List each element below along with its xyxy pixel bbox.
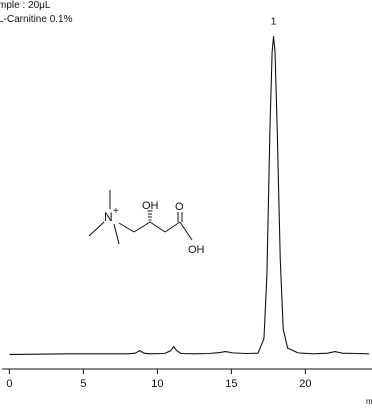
methyl-bond-down <box>113 223 120 245</box>
carnitine-structure <box>88 190 193 245</box>
peak-labels: 1 <box>271 16 277 27</box>
x-axis-label: m <box>366 397 372 406</box>
x-tick-label-20: 20 <box>299 378 311 390</box>
chromatogram-trace <box>9 36 370 356</box>
x-tick-label-5: 5 <box>80 378 86 390</box>
chain-bond-4 <box>164 221 181 233</box>
analyte-label: L-Carnitine 0.1% <box>0 14 73 25</box>
sample-volume-label: mple : 20μL <box>0 0 51 11</box>
hydroxyl-label: OH <box>142 200 159 212</box>
x-tick-label-15: 15 <box>225 378 237 390</box>
carbonyl-oxygen-label: O <box>175 201 184 213</box>
hashed-wedge-bond <box>147 210 153 221</box>
x-axis-ticks <box>8 369 306 374</box>
x-tick-label-10: 10 <box>151 378 163 390</box>
x-axis-tick-labels: 051015202 <box>6 378 311 390</box>
positive-charge: + <box>113 206 119 217</box>
acid-hydroxyl-label: OH <box>188 244 205 256</box>
nitrogen-atom-label: N <box>104 210 113 224</box>
acid-bond <box>179 221 193 241</box>
methyl-bond-left <box>88 221 105 237</box>
chain-bond-1 <box>118 222 135 233</box>
peak-label-1: 1 <box>271 16 277 27</box>
x-tick-label-0: 0 <box>6 378 12 390</box>
chain-bond-3 <box>149 221 166 233</box>
chain-bond-2 <box>133 221 151 233</box>
